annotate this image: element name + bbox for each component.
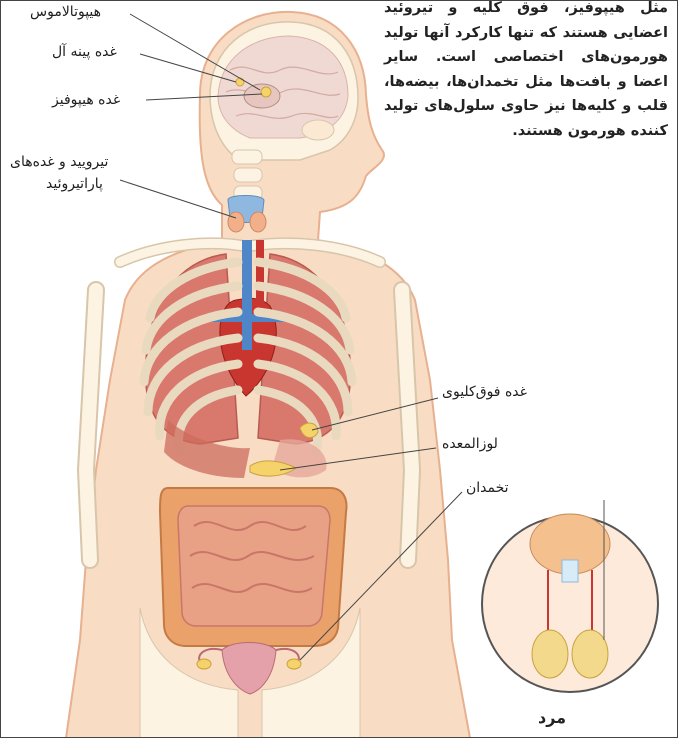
image-border (0, 0, 678, 738)
endocrine-diagram: مثل هیپوفیز، فوق کلیه و تیروئید اعضایی ه… (0, 0, 678, 738)
